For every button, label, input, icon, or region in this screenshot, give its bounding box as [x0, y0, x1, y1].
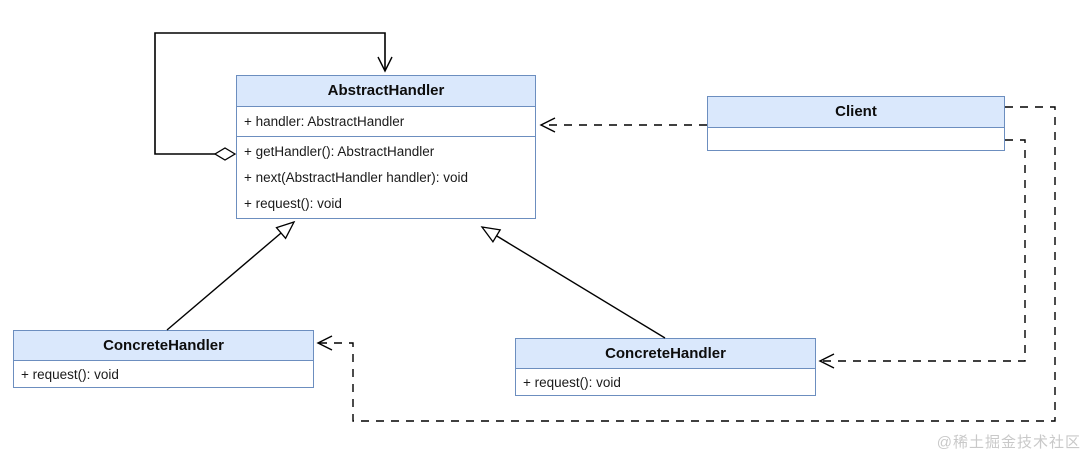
method-row: + request(): void — [21, 367, 119, 382]
class-box-abstract-handler: AbstractHandler + handler: AbstractHandl… — [236, 75, 536, 219]
generalization-arrow-left — [166, 220, 296, 331]
watermark-text: @稀土掘金技术社区 — [936, 434, 1081, 451]
method-row: + request(): void — [244, 195, 342, 211]
attribute-row: + handler: AbstractHandler — [244, 114, 405, 129]
aggregation-diamond-icon — [213, 147, 237, 161]
attributes-section: + handler: AbstractHandler — [237, 107, 535, 137]
class-title-concrete-handler-right: ConcreteHandler — [516, 339, 815, 369]
class-title-client: Client — [708, 97, 1004, 128]
class-box-concrete-handler-left: ConcreteHandler + request(): void — [13, 330, 314, 388]
class-title-abstract-handler: AbstractHandler — [237, 76, 535, 107]
method-row: + getHandler(): AbstractHandler — [244, 144, 435, 160]
class-box-client: Client — [707, 96, 1005, 151]
methods-section: + request(): void — [14, 361, 313, 388]
empty-section — [708, 128, 1004, 151]
class-box-concrete-handler-right: ConcreteHandler + request(): void — [515, 338, 816, 396]
method-row: + request(): void — [523, 375, 621, 390]
client-to-right-handler-dependency-arrow — [818, 139, 1026, 369]
class-title-concrete-handler-left: ConcreteHandler — [14, 331, 313, 361]
methods-section: + request(): void — [516, 369, 815, 396]
generalization-arrow-right — [480, 226, 666, 339]
methods-section: + getHandler(): AbstractHandler + next(A… — [237, 137, 535, 218]
method-row: + next(AbstractHandler handler): void — [244, 169, 468, 185]
